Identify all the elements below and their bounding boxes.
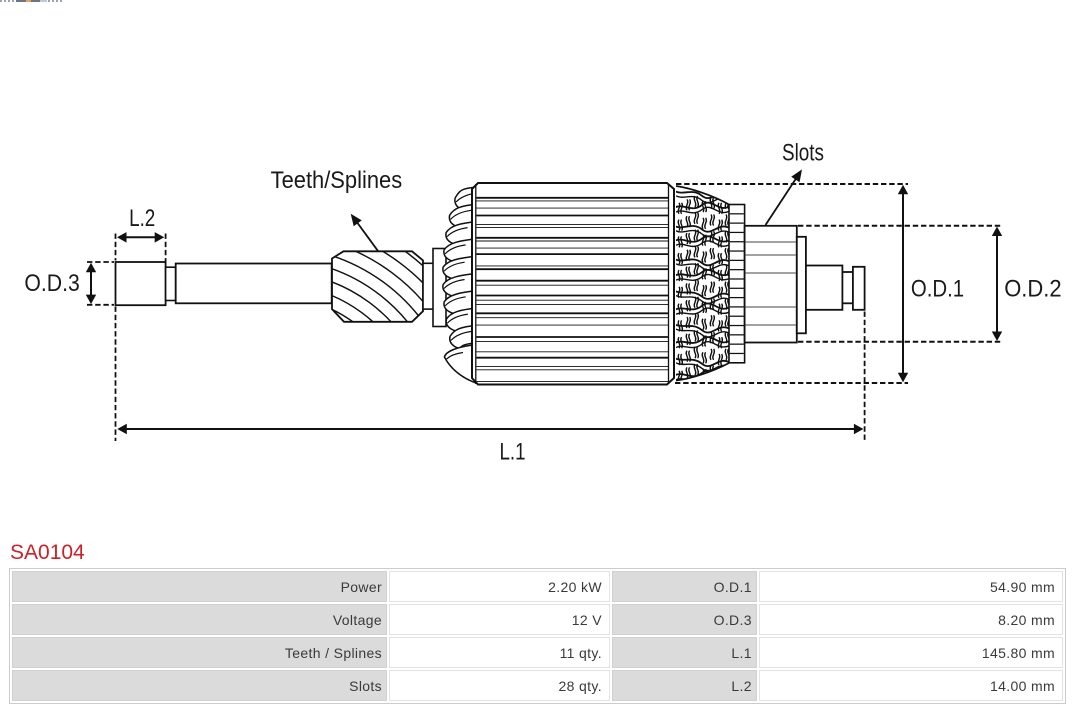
svg-text:Slots: Slots [782, 140, 824, 167]
svg-text:Teeth/Splines: Teeth/Splines [271, 167, 403, 194]
svg-text:O.D.3: O.D.3 [24, 270, 79, 297]
svg-text:L.2: L.2 [129, 205, 155, 232]
svg-text:L.1: L.1 [500, 439, 526, 466]
svg-text:O.D.2: O.D.2 [1004, 275, 1061, 302]
svg-text:O.D.1: O.D.1 [911, 276, 964, 303]
